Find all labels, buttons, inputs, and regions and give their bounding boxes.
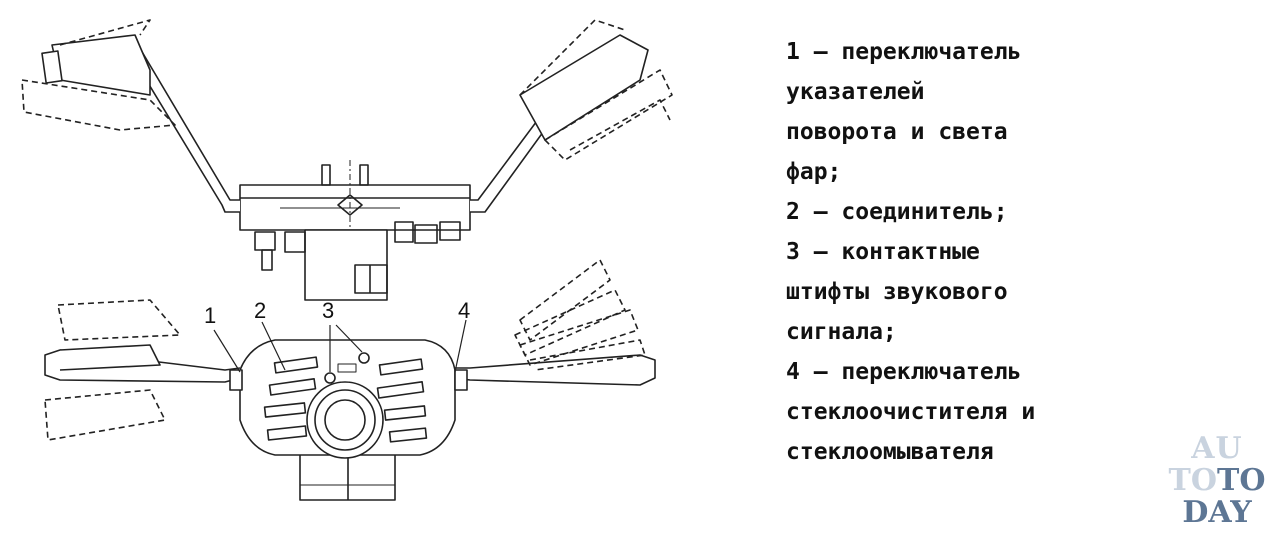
legend-line: указателей xyxy=(786,79,925,105)
callout-3: 3 xyxy=(322,298,334,323)
legend-line: фар; xyxy=(786,159,842,185)
top-assembly xyxy=(21,19,673,301)
legend-line: стеклоомывателя xyxy=(786,439,994,465)
legend-list: 1 — переключатель указателей поворота и … xyxy=(786,32,1116,472)
legend-line: сигнала; xyxy=(786,319,897,345)
legend-line: штифты звукового xyxy=(786,279,1008,305)
logo-line-2b: TO xyxy=(1217,463,1266,498)
legend-line: стеклоочистителя и xyxy=(786,399,1036,425)
callout-leaders xyxy=(213,319,467,373)
bottom-assembly xyxy=(44,259,656,501)
logo-line-2a: TO xyxy=(1168,463,1217,498)
logo-line-2: TOTO xyxy=(1162,465,1272,497)
legend-line: поворота и света xyxy=(786,119,1008,145)
switch-assembly-diagram: 1 2 3 4 xyxy=(21,19,673,501)
logo-line-3: DAY xyxy=(1182,495,1252,530)
legend-line: 2 — соединитель; xyxy=(786,199,1008,225)
logo-line-1: AU xyxy=(1191,431,1243,466)
callout-1: 1 xyxy=(204,303,216,328)
callout-4: 4 xyxy=(458,298,470,323)
legend-line: 3 — контактные xyxy=(786,239,980,265)
legend-line: 1 — переключатель xyxy=(786,39,1022,65)
callout-2: 2 xyxy=(254,298,266,323)
autotoday-logo: AU TOTO DAY xyxy=(1162,433,1272,529)
legend-line: 4 — переключатель xyxy=(786,359,1022,385)
